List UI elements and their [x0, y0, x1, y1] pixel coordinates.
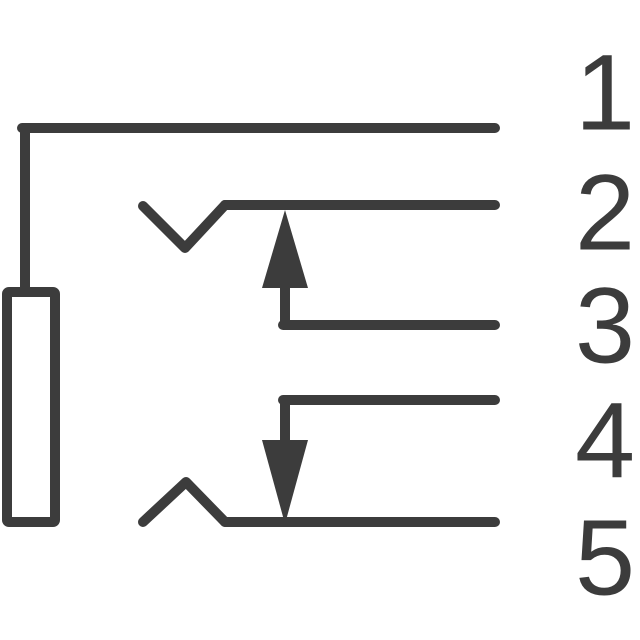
pin-label-1: 1 — [575, 32, 635, 153]
pin-label-4: 4 — [575, 380, 635, 501]
normally-open-contact — [138, 477, 230, 527]
pin-label-5: 5 — [575, 497, 635, 618]
normally-closed-contact — [138, 200, 230, 253]
pin-label-2: 2 — [575, 152, 635, 273]
coil-body — [2, 287, 60, 527]
upward-actuator-arrow — [262, 210, 308, 288]
pin-label-3: 3 — [575, 265, 635, 386]
downward-actuator-arrow — [262, 440, 308, 524]
